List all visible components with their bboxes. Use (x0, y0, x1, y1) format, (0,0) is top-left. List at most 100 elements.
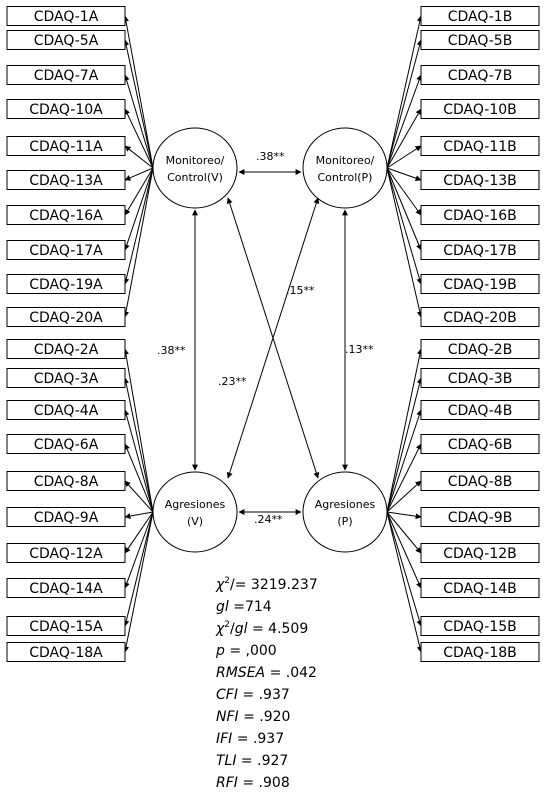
loading-arrow (386, 167, 422, 251)
indicator-box: CDAQ-11A (6, 136, 126, 156)
indicator-box: CDAQ-5B (420, 30, 540, 50)
indicator-label: CDAQ-10B (443, 102, 517, 118)
indicator-box: CDAQ-17A (6, 240, 126, 260)
factor-av-line2: (V) (187, 515, 203, 528)
indicator-rect (420, 578, 540, 598)
fit-rfi: RFI = .908 (216, 775, 290, 791)
indicator-box: CDAQ-20B (420, 307, 540, 327)
indicator-rect (420, 170, 540, 190)
loading-arrow (386, 145, 422, 169)
indicator-label: CDAQ-16A (29, 208, 103, 224)
indicator-rect (420, 543, 540, 563)
loading-arrow (386, 511, 422, 589)
indicator-box: CDAQ-11B (420, 136, 540, 156)
loading-arrow (123, 167, 154, 318)
factor-mp-line2: Control(P) (318, 171, 373, 184)
indicator-box: CDAQ-20A (6, 307, 126, 327)
indicator-rect (6, 99, 126, 119)
factor-av-line1: Agresiones (165, 498, 226, 511)
fit-ifi: IFI = .937 (216, 731, 284, 747)
indicator-rect (420, 400, 540, 420)
indicator-label: CDAQ-8B (448, 474, 513, 490)
loading-arrow (386, 39, 423, 169)
fit-tli: TLI = .927 (216, 753, 288, 769)
indicator-rect (6, 400, 126, 420)
indicator-label: CDAQ-6A (34, 437, 99, 453)
indicator-box: CDAQ-9B (420, 507, 540, 527)
indicator-box: CDAQ-8A (6, 471, 126, 491)
indicator-box: CDAQ-7A (6, 65, 126, 85)
factor-monitoreo-control-p: Monitoreo/ Control(P) (302, 127, 388, 209)
indicator-label: CDAQ-5B (448, 33, 513, 49)
indicator-rect (6, 543, 126, 563)
fit-cfi: CFI = .937 (216, 687, 290, 703)
factor-mv-line2: Control(V) (167, 171, 223, 184)
indicator-box: CDAQ-1A (6, 6, 126, 26)
loading-arrow (123, 167, 154, 251)
factor-mv-line1: Monitoreo/ (166, 154, 225, 167)
indicator-label: CDAQ-19B (443, 277, 517, 293)
loading-arrow (386, 511, 423, 627)
indicator-rect (420, 30, 540, 50)
indicator-label: CDAQ-9A (34, 510, 99, 526)
indicator-label: CDAQ-20A (29, 310, 103, 326)
indicator-box: CDAQ-16B (420, 205, 540, 225)
loading-arrow (124, 167, 154, 216)
indicator-label: CDAQ-15B (443, 619, 517, 635)
loading-arrow (386, 167, 423, 318)
indicator-box: CDAQ-12B (420, 543, 540, 563)
indicator-rect (420, 507, 540, 527)
indicator-label: CDAQ-17A (29, 243, 103, 259)
indicator-box: CDAQ-17B (420, 240, 540, 260)
indicator-label: CDAQ-8A (34, 474, 99, 490)
indicator-label: CDAQ-2A (34, 342, 99, 358)
indicator-box: CDAQ-6B (420, 434, 540, 454)
indicator-rect (6, 578, 126, 598)
indicator-label: CDAQ-10A (29, 102, 103, 118)
indicator-box: CDAQ-10B (420, 99, 540, 119)
indicator-label: CDAQ-14B (443, 581, 517, 597)
loading-arrow (386, 443, 422, 513)
loading-arrow (123, 167, 154, 285)
indicator-label: CDAQ-18A (29, 645, 103, 661)
loading-arrow (386, 511, 422, 554)
indicator-box: CDAQ-5A (6, 30, 126, 50)
indicator-label: CDAQ-19A (29, 277, 103, 293)
fit-gl: gl =714 (216, 599, 272, 615)
indicator-box: CDAQ-7B (420, 65, 540, 85)
indicator-rect (420, 642, 540, 662)
loading-arrow (124, 480, 154, 513)
indicator-label: CDAQ-13A (29, 173, 103, 189)
indicator-rect (6, 368, 126, 388)
coef-mv-av: .38** (157, 344, 186, 357)
factor-agresiones-v: Agresiones (V) (152, 471, 238, 553)
indicator-rect (6, 274, 126, 294)
coef-mp-ap: .13** (345, 343, 374, 356)
fit-rmsea: RMSEA = .042 (216, 665, 317, 681)
indicator-label: CDAQ-18B (443, 645, 517, 661)
indicator-label: CDAQ-6B (448, 437, 513, 453)
indicator-box: CDAQ-3B (420, 368, 540, 388)
coef-av-ap: .24** (254, 513, 283, 526)
factor-mp-line1: Monitoreo/ (316, 154, 375, 167)
indicator-box: CDAQ-19B (420, 274, 540, 294)
indicator-label: CDAQ-7A (34, 68, 99, 84)
indicator-label: CDAQ-3A (34, 371, 99, 387)
loading-arrow (386, 74, 422, 169)
indicator-label: CDAQ-4B (448, 403, 513, 419)
indicator-rect (6, 616, 126, 636)
loading-arrow (386, 15, 423, 169)
loading-arrow (123, 511, 154, 653)
loading-arrow (386, 511, 422, 520)
indicator-label: CDAQ-1A (34, 9, 99, 25)
loading-arrow (386, 108, 422, 169)
indicator-label: CDAQ-11B (443, 139, 517, 155)
loading-arrow (386, 480, 422, 513)
indicator-box: CDAQ-12A (6, 543, 126, 563)
indicator-rect (6, 339, 126, 359)
edge-mv-ap (226, 197, 320, 479)
indicator-label: CDAQ-2B (448, 342, 513, 358)
loading-arrow (123, 377, 154, 513)
indicator-rect (420, 368, 540, 388)
